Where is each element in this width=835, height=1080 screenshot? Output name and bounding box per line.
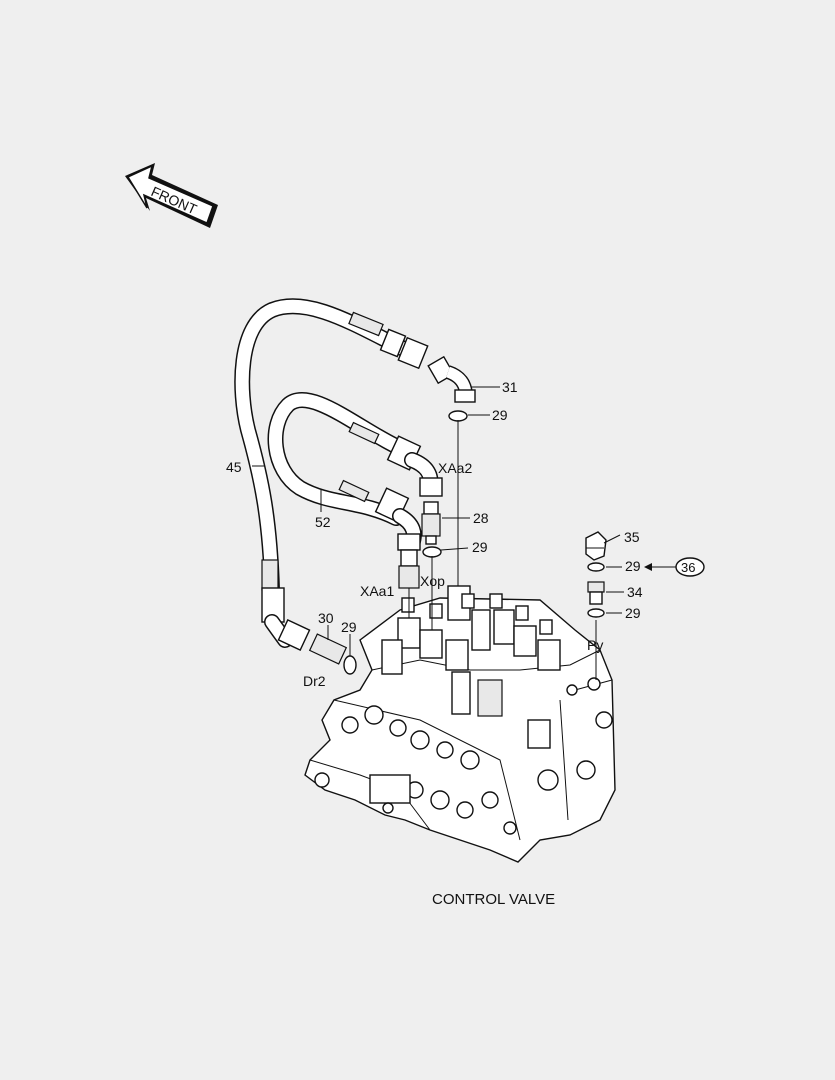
fitting-xaa1 bbox=[398, 549, 420, 589]
part-number-52: 52 bbox=[315, 514, 331, 530]
port-label-py: Py bbox=[587, 637, 603, 653]
part-number-30: 30 bbox=[318, 610, 334, 626]
o-ring-29-mid bbox=[422, 546, 442, 558]
hose-52 bbox=[267, 392, 443, 552]
port-label-xaa1: XAa1 bbox=[360, 583, 394, 599]
leader-lines bbox=[252, 386, 677, 680]
elbow-fitting-31 bbox=[427, 355, 476, 403]
adapter-34 bbox=[587, 581, 605, 605]
part-number-29-top: 29 bbox=[492, 407, 508, 423]
connector-28 bbox=[421, 501, 441, 545]
callout-36: 36 bbox=[675, 557, 705, 577]
part-number-29-mid: 29 bbox=[472, 539, 488, 555]
port-label-xop: Xop bbox=[420, 573, 445, 589]
o-ring-29-dr2 bbox=[343, 655, 357, 675]
part-number-28: 28 bbox=[473, 510, 489, 526]
o-ring-29-top bbox=[448, 410, 468, 422]
port-label-xaa2: XAa2 bbox=[438, 460, 472, 476]
plug-35 bbox=[585, 531, 607, 561]
part-number-29-dr2: 29 bbox=[341, 619, 357, 635]
o-ring-29-r1 bbox=[587, 562, 605, 572]
part-number-29-r2: 29 bbox=[625, 605, 641, 621]
diagram-title: CONTROL VALVE bbox=[432, 891, 555, 908]
o-ring-29-r2 bbox=[587, 608, 605, 618]
part-number-45: 45 bbox=[226, 459, 242, 475]
control-valve-body bbox=[304, 597, 616, 863]
part-number-31: 31 bbox=[502, 379, 518, 395]
port-label-dr2: Dr2 bbox=[303, 673, 326, 689]
front-arrow-icon: FRONT bbox=[125, 163, 218, 228]
fitting-30 bbox=[277, 619, 348, 665]
spool-caps bbox=[381, 585, 561, 717]
part-number-29-r1: 29 bbox=[625, 558, 641, 574]
part-number-35: 35 bbox=[624, 529, 640, 545]
hose-45 bbox=[234, 298, 429, 648]
part-number-34: 34 bbox=[627, 584, 643, 600]
part-number-36: 36 bbox=[681, 560, 695, 575]
